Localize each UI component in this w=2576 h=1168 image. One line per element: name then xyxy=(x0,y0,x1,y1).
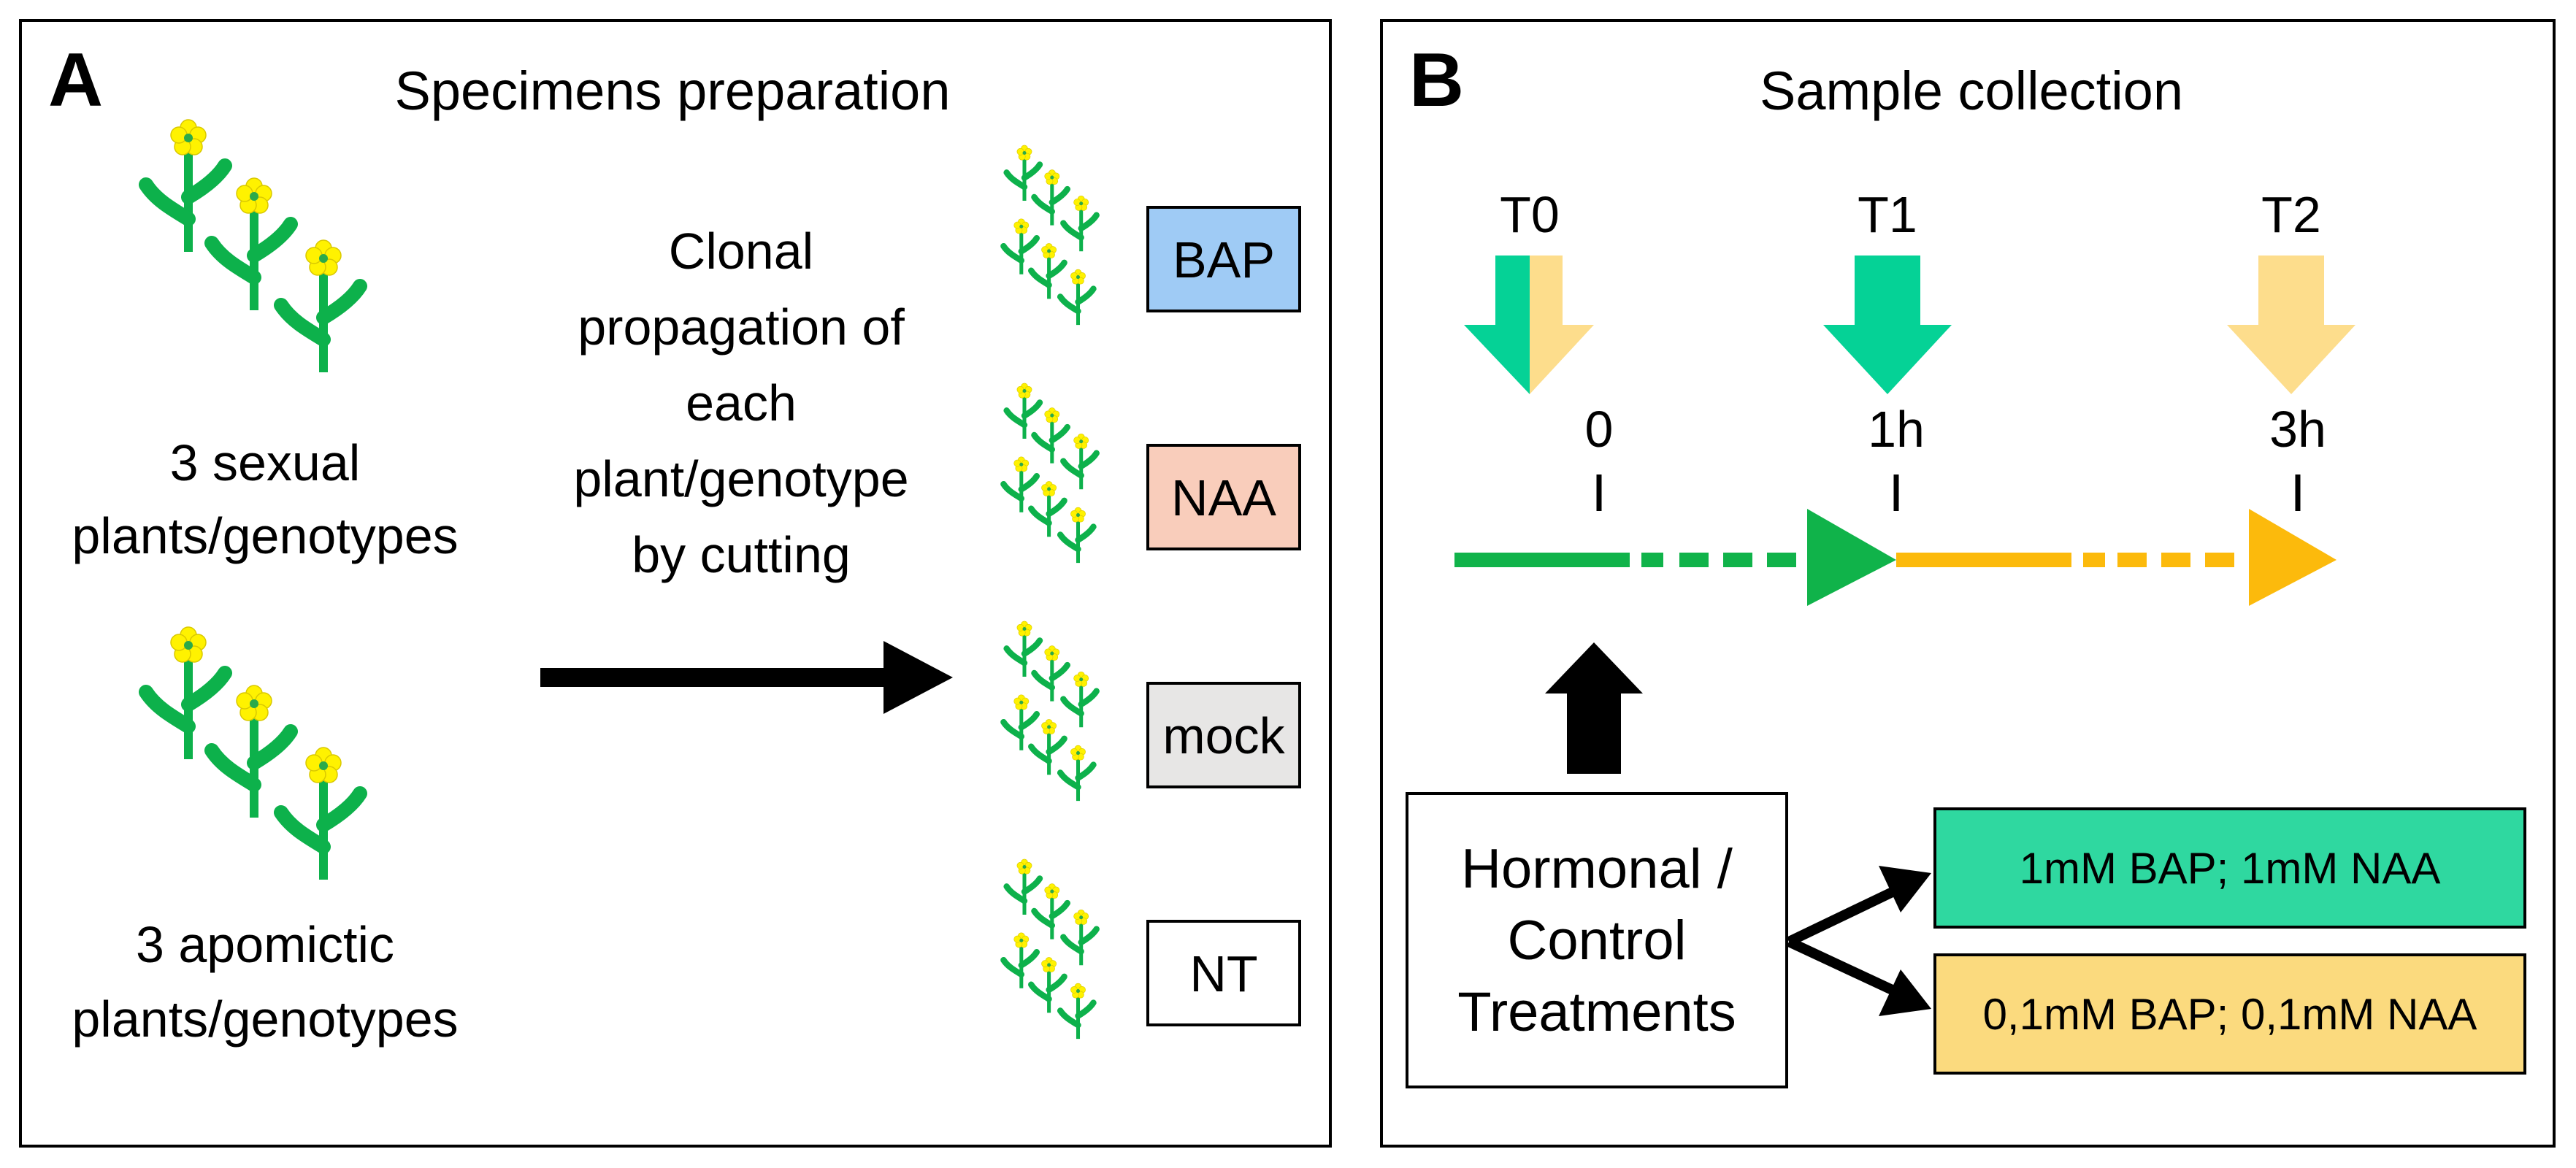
treatment-label-naa: NAA xyxy=(1171,469,1276,526)
treatment-label-nt: NT xyxy=(1189,945,1257,1002)
apomictic-label-line1: 3 apomictic xyxy=(136,916,394,973)
clone-cluster-mock-icon xyxy=(1003,621,1096,801)
concentration-box-low xyxy=(1933,953,2526,1075)
panel-a-title: Specimens preparation xyxy=(395,61,951,121)
clone-cluster-naa-icon xyxy=(1003,383,1096,563)
time-1h-label: 1h xyxy=(1868,401,1925,458)
propagation-line4: plant/genotype xyxy=(573,450,908,507)
treatment-box-line1: Hormonal / xyxy=(1461,838,1733,900)
treatment-box-line3: Treatments xyxy=(1457,981,1736,1043)
apomictic-label-line2: plants/genotypes xyxy=(72,991,458,1048)
concentration-low-label: 0,1mM BAP; 0,1mM NAA xyxy=(1983,990,2477,1039)
treatment-up-arrow xyxy=(1545,642,1643,774)
panel-b-frame xyxy=(1380,19,2556,1148)
treatment-box-mock xyxy=(1146,682,1301,788)
treatment-box-nt xyxy=(1146,920,1301,1026)
t1-down-arrow xyxy=(1823,256,1952,394)
panel-a-frame xyxy=(19,19,1332,1148)
time-0-label: 0 xyxy=(1585,401,1614,458)
time-3h-label: 3h xyxy=(2269,401,2326,458)
timeline-orange xyxy=(1896,509,2337,606)
t0-split-arrow xyxy=(1464,256,1594,394)
timepoint-t2-label: T2 xyxy=(2261,186,2321,243)
concentration-box-high xyxy=(1933,807,2526,929)
timeline-green xyxy=(1454,509,1896,606)
treatment-box-line2: Control xyxy=(1508,910,1687,972)
timepoint-t1-label: T1 xyxy=(1858,186,1917,243)
propagation-line1: Clonal xyxy=(669,223,813,280)
treatment-box xyxy=(1406,792,1788,1088)
propagation-line3: each xyxy=(686,374,797,431)
panel-b-title: Sample collection xyxy=(1760,61,2183,121)
apomictic-plants-icon xyxy=(146,627,360,880)
propagation-line5: by cutting xyxy=(632,526,851,583)
sexual-plants-icon xyxy=(146,120,360,372)
propagation-line2: propagation of xyxy=(578,299,905,356)
treatment-label-bap: BAP xyxy=(1173,231,1275,288)
timepoint-t0-label: T0 xyxy=(1500,186,1560,243)
treatment-label-mock: mock xyxy=(1162,707,1285,764)
clone-cluster-bap-icon xyxy=(1003,145,1096,325)
panel-a-letter: A xyxy=(48,38,103,123)
sexual-label-line1: 3 sexual xyxy=(170,434,361,491)
t2-down-arrow xyxy=(2227,256,2355,394)
sexual-label-line2: plants/genotypes xyxy=(72,507,458,564)
treatment-box-bap xyxy=(1146,206,1301,312)
propagation-arrow xyxy=(540,641,953,714)
concentration-high-label: 1mM BAP; 1mM NAA xyxy=(2020,844,2441,893)
branch-arrows xyxy=(1786,866,1931,1016)
treatment-box-naa xyxy=(1146,444,1301,550)
clone-cluster-nt-icon xyxy=(1003,859,1096,1039)
panel-b-letter: B xyxy=(1409,38,1464,123)
